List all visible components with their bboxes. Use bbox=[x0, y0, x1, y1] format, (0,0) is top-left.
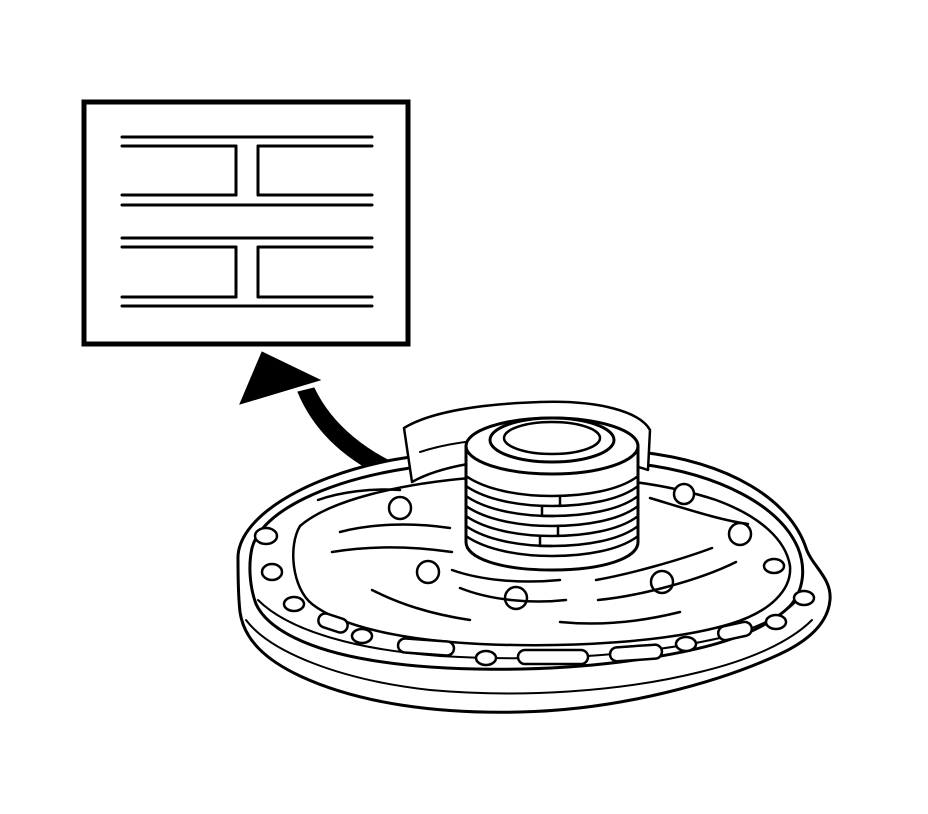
flange-slot bbox=[396, 637, 456, 657]
detail-inset-frame bbox=[81, 99, 411, 347]
bolt-hole bbox=[260, 562, 284, 582]
flange-slot bbox=[516, 648, 590, 666]
oil-passages bbox=[316, 488, 750, 625]
bolt-hole bbox=[762, 557, 786, 575]
bolt-head bbox=[503, 585, 529, 611]
seal-ring-joints bbox=[538, 494, 562, 548]
bolt-head bbox=[415, 559, 441, 585]
bolt-hole bbox=[474, 649, 498, 667]
bolt-hole bbox=[350, 627, 374, 645]
seal-ring-line bbox=[464, 504, 640, 528]
flange-slot bbox=[317, 612, 349, 634]
bolt-head bbox=[672, 482, 696, 506]
bolt-head bbox=[387, 495, 413, 521]
bolt-hole bbox=[674, 635, 698, 653]
bolt-hole bbox=[282, 595, 306, 613]
seal-ring-joint bbox=[538, 534, 554, 548]
passage-line bbox=[316, 488, 402, 502]
bolt-hole bbox=[764, 613, 788, 631]
passage-line bbox=[558, 610, 682, 625]
bolt-hole bbox=[792, 589, 816, 607]
bolt-head bbox=[727, 521, 753, 547]
passage-line bbox=[458, 586, 568, 603]
bolt-hole bbox=[253, 526, 279, 546]
seal-ring-line bbox=[464, 474, 640, 498]
passage-line bbox=[338, 523, 452, 534]
rim-band-line-2 bbox=[245, 619, 813, 695]
top-face-bolts bbox=[387, 482, 753, 611]
seal-ring-line bbox=[464, 484, 640, 508]
seal-ring-joint bbox=[540, 504, 556, 518]
flange-slot bbox=[608, 643, 664, 663]
passage-line bbox=[596, 560, 738, 602]
passage-line bbox=[594, 546, 714, 582]
seal-ring-line bbox=[464, 534, 640, 558]
hub-bore bbox=[502, 420, 602, 456]
detail-inset bbox=[81, 99, 411, 347]
flange-slots bbox=[317, 612, 754, 666]
flange-bolt-holes bbox=[253, 526, 816, 667]
passage-line bbox=[648, 496, 750, 526]
flange-slot bbox=[716, 620, 754, 642]
passage-line bbox=[330, 546, 454, 554]
hub-body bbox=[464, 444, 640, 572]
passage-line bbox=[450, 568, 562, 583]
arrow-head bbox=[239, 351, 322, 405]
pump-assembly bbox=[236, 400, 832, 714]
pump-hub bbox=[464, 416, 640, 572]
passage-line bbox=[370, 588, 472, 622]
seal-ring-line bbox=[464, 514, 640, 538]
